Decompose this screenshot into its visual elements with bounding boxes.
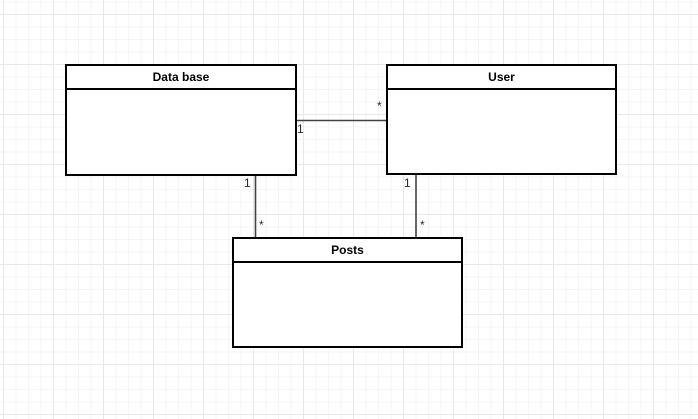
- multiplicity-label-user-posts-source[interactable]: 1: [404, 176, 411, 190]
- uml-class-database[interactable]: Data base: [65, 64, 297, 176]
- multiplicity-label-database-posts-target[interactable]: *: [259, 218, 264, 232]
- uml-class-user-body: [388, 90, 615, 173]
- uml-class-posts[interactable]: Posts: [232, 237, 463, 348]
- multiplicity-label-user-posts-target[interactable]: *: [420, 218, 425, 232]
- uml-class-user[interactable]: User: [386, 64, 617, 175]
- multiplicity-label-database-user-source[interactable]: 1: [297, 122, 304, 136]
- multiplicity-label-database-user-target[interactable]: *: [377, 99, 382, 113]
- uml-class-database-title: Data base: [67, 66, 295, 90]
- multiplicity-label-database-posts-source[interactable]: 1: [244, 176, 251, 190]
- uml-class-posts-body: [234, 263, 461, 346]
- uml-class-database-body: [67, 90, 295, 174]
- uml-class-posts-title: Posts: [234, 239, 461, 263]
- uml-class-user-title: User: [388, 66, 615, 90]
